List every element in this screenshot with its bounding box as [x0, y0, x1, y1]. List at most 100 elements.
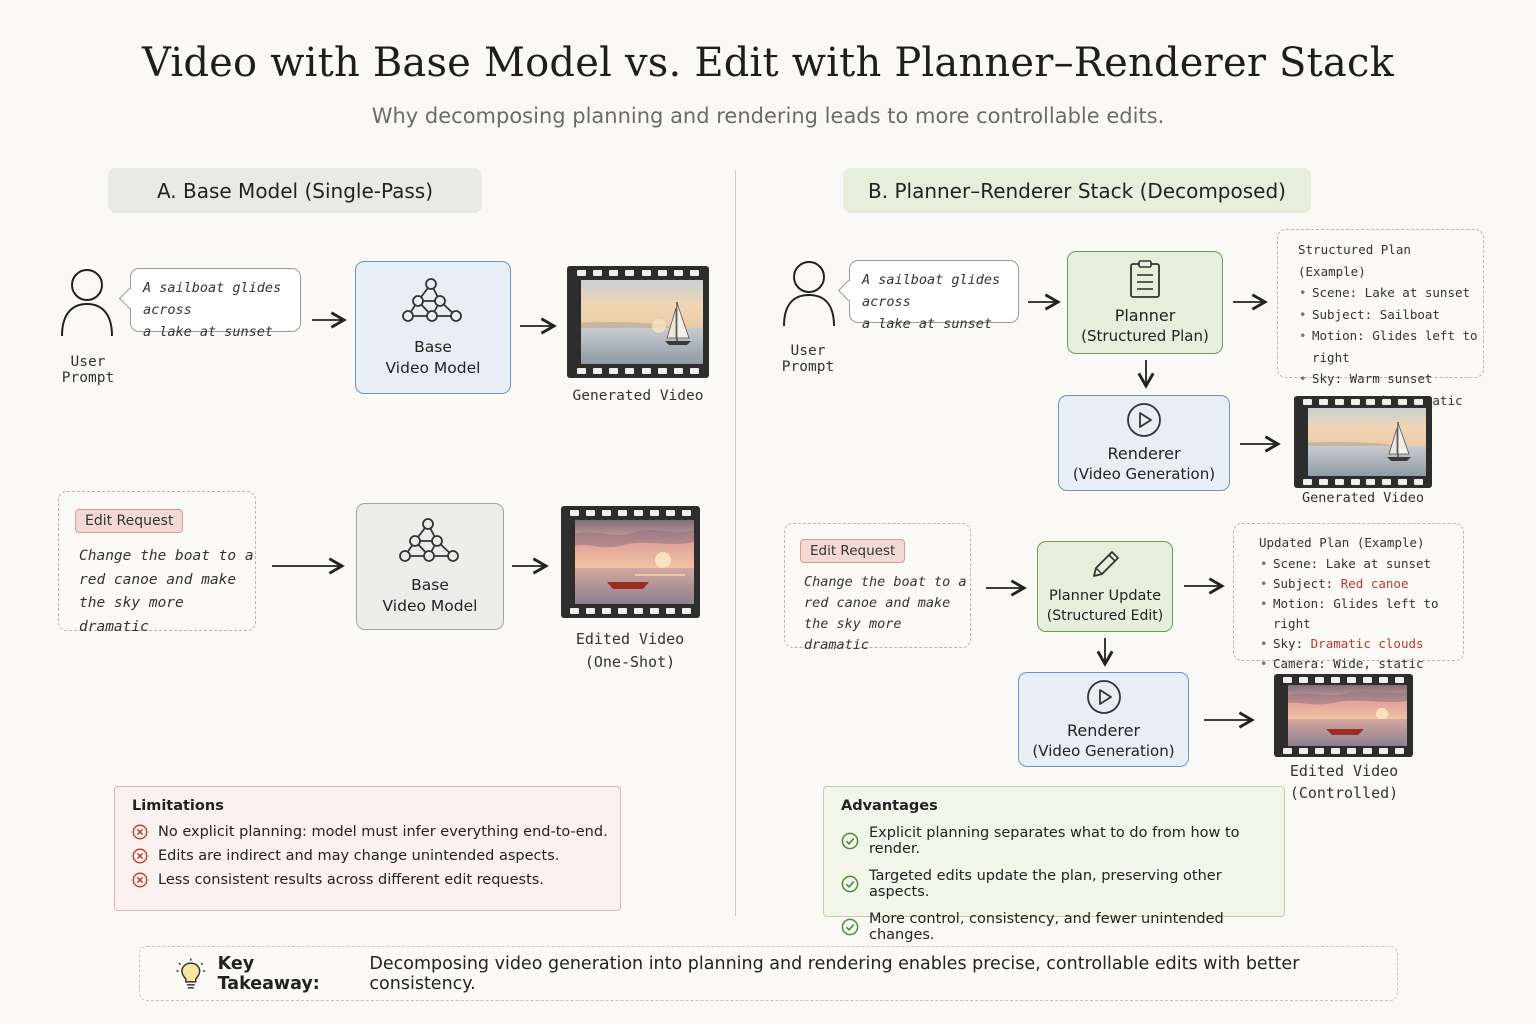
generated-video-label: Generated Video [1302, 490, 1424, 506]
plan-item: Motion: Glides left to right [1299, 325, 1483, 368]
user-prompt-label: User Prompt [781, 343, 835, 375]
section-a-header: A. Base Model (Single-Pass) [108, 168, 482, 213]
arrow-icon [520, 317, 557, 335]
planner-update-title: Planner Update [1048, 587, 1162, 604]
limitation-text: Less consistent results across different… [158, 872, 544, 888]
check-circle-icon [841, 832, 859, 850]
planner-update-box: Planner Update (Structured Edit) [1037, 541, 1173, 632]
arrow-icon [1028, 293, 1061, 311]
arrow-icon [986, 579, 1027, 597]
x-circle-icon [132, 872, 148, 888]
x-circle-icon [132, 824, 148, 840]
prompt-bubble: A sailboat glides across a lake at sunse… [849, 260, 1019, 332]
advantage-text: More control, consistency, and fewer uni… [869, 911, 1224, 943]
arrow-icon [1204, 711, 1255, 729]
edited-video-line: Edited Video [575, 630, 685, 648]
key-takeaway-label: Key Takeaway: [217, 953, 320, 994]
renderer-title: Renderer [1066, 720, 1141, 740]
clipboard-icon [1130, 259, 1160, 298]
base-video-model-box: Base Video Model [355, 261, 511, 394]
edit-line: red canoe and make [804, 595, 951, 611]
edited-video-line: (Controlled) [1289, 784, 1399, 802]
edited-video-label: Edited Video (Controlled) [1266, 760, 1422, 804]
advantage-item: Explicit planning separates what to do f… [841, 825, 1284, 857]
edit-line: the sky more dramatic [804, 616, 902, 653]
plan-item: Sky: Dramatic clouds [1260, 634, 1463, 654]
updated-plan-box: Updated Plan (Example) Scene: Lake at su… [1233, 523, 1464, 674]
model-label: Base [414, 337, 452, 356]
generated-video-label: Generated Video [572, 388, 704, 404]
structured-plan-list: Scene: Lake at sunsetSubject: SailboatMo… [1298, 282, 1483, 411]
planner-update-subtitle: (Structured Edit) [1046, 607, 1164, 624]
limitation-item: Less consistent results across different… [132, 872, 608, 888]
limitations-box: Limitations No explicit planning: model … [114, 786, 621, 911]
renderer-subtitle: (Video Generation) [1072, 465, 1216, 483]
advantages-list: Explicit planning separates what to do f… [841, 825, 1284, 943]
plan-item: Scene: Lake at sunset [1260, 554, 1463, 574]
advantages-title: Advantages [841, 798, 938, 814]
edit-request-box: Edit Request Change the boat to a red ca… [784, 523, 971, 653]
key-takeaway-text: Decomposing video generation into planni… [369, 953, 1300, 994]
edit-request-text: Change the boat to a red canoe and make … [79, 545, 255, 639]
renderer-subtitle: (Video Generation) [1032, 741, 1175, 760]
red-canoe-scene-image [575, 520, 694, 604]
structured-plan-title: Structured Plan (Example) [1298, 242, 1411, 279]
arrow-icon [1184, 577, 1225, 595]
edited-video-thumbnail [1274, 674, 1413, 757]
limitation-text: Edits are indirect and may change uninte… [158, 848, 560, 864]
sailboat-scene-image [581, 280, 703, 364]
limitations-title: Limitations [132, 798, 224, 814]
user-icon [783, 261, 835, 327]
limitation-text: No explicit planning: model must infer e… [158, 824, 608, 840]
edit-line: Change the boat to a [804, 574, 967, 590]
planner-title: Planner [1114, 305, 1176, 325]
plan-item: Subject: Sailboat [1299, 304, 1483, 326]
arrow-icon [1240, 435, 1281, 453]
plan-item-value: Wide, static [1333, 655, 1424, 671]
x-circle-icon [132, 848, 148, 864]
arrow-icon [1137, 360, 1155, 389]
plan-item: Scene: Lake at sunset [1299, 282, 1483, 304]
updated-plan-title: Updated Plan (Example) [1259, 535, 1425, 550]
user-prompt-label: User Prompt [61, 354, 115, 386]
limitations-list: No explicit planning: model must infer e… [132, 824, 608, 888]
plan-item-value-changed: Red canoe [1340, 575, 1409, 591]
plan-item-label: Subject: [1273, 575, 1334, 591]
model-label: Video Model [385, 358, 481, 377]
play-icon [1127, 403, 1161, 437]
planner-box: Planner (Structured Plan) [1067, 251, 1223, 354]
renderer-box: Renderer (Video Generation) [1058, 395, 1230, 491]
advantage-text: Targeted edits update the plan, preservi… [869, 868, 1222, 900]
user-icon [61, 269, 113, 337]
model-label: Base [411, 575, 449, 594]
edit-request-tag: Edit Request [800, 539, 906, 563]
planner-subtitle: (Structured Plan) [1081, 326, 1209, 345]
edit-line: the sky more dramatic [79, 595, 184, 635]
advantage-item: Targeted edits update the plan, preservi… [841, 868, 1284, 900]
advantage-text: Explicit planning separates what to do f… [869, 825, 1240, 857]
arrow-icon [512, 557, 549, 575]
sailboat-scene-image [1308, 408, 1426, 476]
model-label: Video Model [382, 596, 478, 615]
network-icon [402, 277, 462, 322]
edited-video-label: Edited Video (One-Shot) [552, 628, 708, 674]
plan-item-value-changed: Dramatic clouds [1310, 635, 1424, 651]
limitation-item: Edits are indirect and may change uninte… [132, 848, 608, 864]
arrow-icon [312, 311, 347, 329]
updated-plan-list: Scene: Lake at sunset Subject: Red canoe… [1259, 554, 1463, 674]
page-subtitle: Why decomposing planning and rendering l… [371, 104, 1165, 128]
plan-item: Sky: Warm sunset [1299, 368, 1483, 390]
edit-request-box: Edit Request Change the boat to a red ca… [58, 491, 256, 635]
section-b-header: B. Planner–Renderer Stack (Decomposed) [843, 168, 1311, 213]
generated-video-thumbnail [567, 266, 709, 378]
lightbulb-icon [176, 958, 206, 989]
plan-item: Subject: Red canoe [1260, 574, 1463, 594]
arrow-icon [1096, 638, 1114, 667]
section-divider [735, 170, 736, 916]
plan-item: Motion: Glides left to right [1260, 594, 1463, 634]
key-takeaway-banner: Key Takeaway: Decomposing video generati… [139, 946, 1398, 1001]
plan-item-label: Scene: [1273, 555, 1319, 571]
prompt-line: A sailboat glides across [143, 280, 282, 318]
arrow-icon [272, 557, 345, 575]
advantage-item: More control, consistency, and fewer uni… [841, 911, 1284, 943]
